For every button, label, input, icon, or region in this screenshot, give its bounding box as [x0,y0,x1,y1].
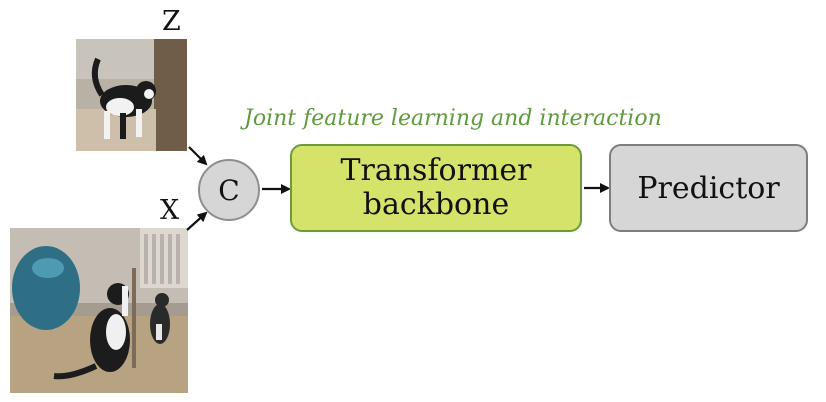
concat-node: C [198,159,260,221]
concat-label: C [218,173,240,207]
x-label: X [160,195,180,226]
backbone-line-1: Transformer [340,152,532,188]
transformer-backbone-box: Transformer backbone [290,144,582,232]
predictor-box: Predictor [609,144,808,232]
search-image-x [10,228,188,393]
z-label: Z [162,6,181,37]
predictor-label: Predictor [637,170,780,206]
arrow-z-to-concat [188,146,208,166]
template-image-z [76,39,187,151]
arrow-x-to-concat [186,211,208,231]
backbone-line-2: backbone [362,187,510,222]
backbone-caption: Joint feature learning and interaction [244,106,662,131]
